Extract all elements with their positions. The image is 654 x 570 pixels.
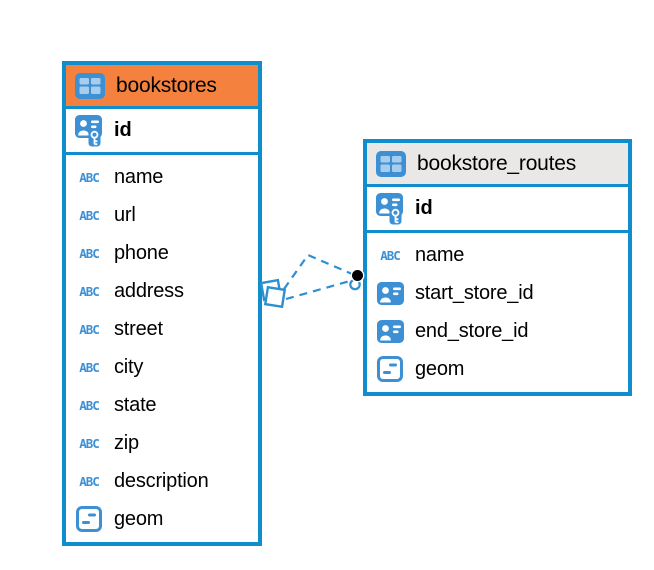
table-row: ABC phone bbox=[66, 234, 258, 272]
table-row: ABC state bbox=[66, 386, 258, 424]
column-name: name bbox=[114, 165, 164, 188]
table-header-bookstore-routes[interactable]: bookstore_routes bbox=[367, 143, 628, 187]
table-row: ABC description bbox=[66, 462, 258, 500]
relationship-line[interactable] bbox=[283, 253, 353, 290]
column-name: name bbox=[415, 243, 465, 266]
table-icon bbox=[374, 150, 408, 177]
column-name: url bbox=[114, 203, 136, 226]
column-name: zip bbox=[114, 431, 139, 454]
column-name: end_store_id bbox=[415, 319, 529, 342]
text-type-icon: ABC bbox=[79, 283, 100, 299]
text-type-icon: ABC bbox=[79, 359, 100, 375]
column-name: geom bbox=[415, 357, 465, 380]
table-icon bbox=[73, 72, 107, 99]
text-type-icon: ABC bbox=[79, 321, 100, 337]
relationship-line[interactable] bbox=[285, 279, 351, 301]
table-row: start_store_id bbox=[367, 274, 628, 312]
column-name: start_store_id bbox=[415, 281, 534, 304]
table-row: end_store_id bbox=[367, 312, 628, 350]
table-row: id bbox=[367, 187, 628, 233]
text-type-icon: ABC bbox=[79, 435, 100, 451]
reference-type-icon bbox=[373, 319, 407, 344]
table-row: ABC address bbox=[66, 272, 258, 310]
geometry-type-icon bbox=[373, 356, 407, 382]
column-name: id bbox=[415, 197, 433, 219]
column-name: city bbox=[114, 355, 144, 378]
table-card-bookstores[interactable]: bookstores id A bbox=[62, 61, 262, 546]
table-row: ABC city bbox=[66, 348, 258, 386]
table-row: ABC zip bbox=[66, 424, 258, 462]
table-row: ABC url bbox=[66, 196, 258, 234]
primary-key-icon bbox=[373, 192, 407, 225]
relationship-dot-marker bbox=[349, 268, 365, 291]
table-name: bookstore_routes bbox=[417, 151, 577, 175]
text-type-icon: ABC bbox=[79, 473, 100, 489]
column-name: state bbox=[114, 393, 157, 416]
table-row: id bbox=[66, 109, 258, 155]
table-row: ABC name bbox=[367, 236, 628, 274]
table-header-bookstores[interactable]: bookstores bbox=[66, 65, 258, 109]
geometry-type-icon bbox=[72, 506, 106, 532]
relationship-squares-marker bbox=[259, 278, 287, 309]
text-type-icon: ABC bbox=[380, 247, 401, 263]
column-name: address bbox=[114, 279, 184, 302]
text-type-icon: ABC bbox=[79, 207, 100, 223]
column-name: phone bbox=[114, 241, 169, 264]
reference-type-icon bbox=[373, 281, 407, 306]
table-row: ABC name bbox=[66, 158, 258, 196]
table-name: bookstores bbox=[116, 73, 217, 97]
table-row: ABC street bbox=[66, 310, 258, 348]
primary-key-icon bbox=[72, 114, 106, 147]
text-type-icon: ABC bbox=[79, 169, 100, 185]
table-row: geom bbox=[367, 350, 628, 388]
relationship-edge[interactable] bbox=[259, 253, 365, 309]
table-row: geom bbox=[66, 500, 258, 538]
table-card-bookstore-routes[interactable]: bookstore_routes id bbox=[363, 139, 632, 396]
column-name: description bbox=[114, 469, 209, 492]
text-type-icon: ABC bbox=[79, 245, 100, 261]
column-name: geom bbox=[114, 507, 164, 530]
column-name: street bbox=[114, 317, 163, 340]
text-type-icon: ABC bbox=[79, 397, 100, 413]
column-name: id bbox=[114, 119, 132, 141]
